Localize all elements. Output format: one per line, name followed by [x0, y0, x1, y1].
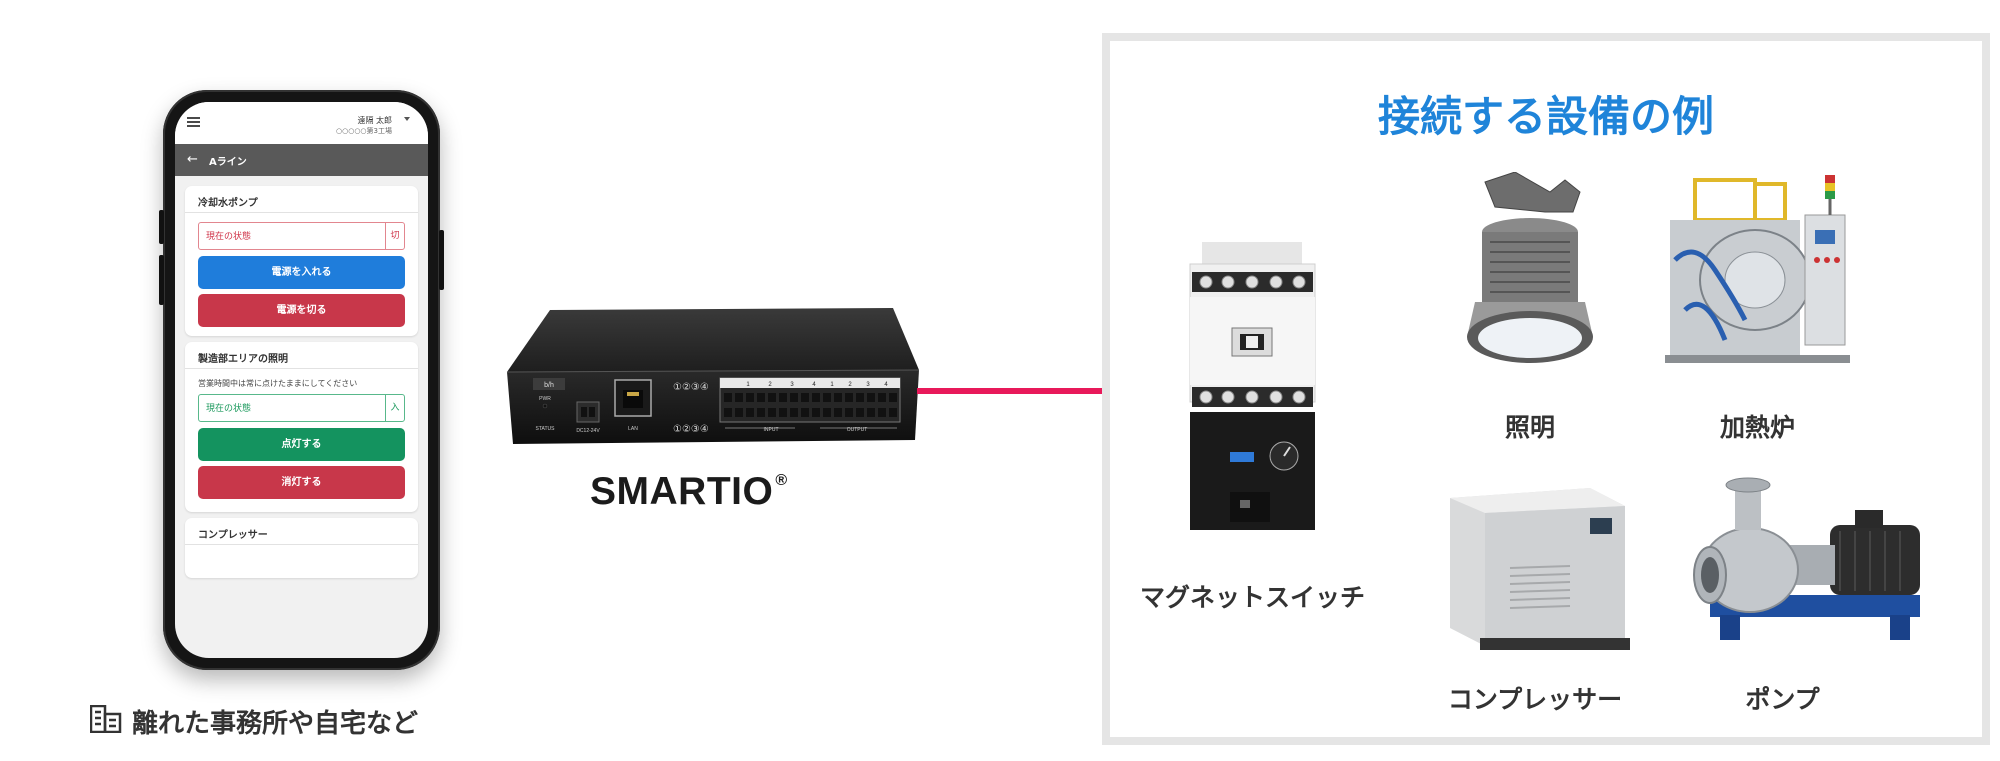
- phone-screen: 遠隔 太郎 ○○○○○第3工場 ← Aライン 冷却水ポンプ 現在の状態 切 電源…: [175, 102, 428, 658]
- terminal-number: 1: [830, 382, 834, 388]
- power-on-button[interactable]: 電源を入れる: [198, 256, 405, 289]
- magnetic-switch-image: [1189, 242, 1316, 530]
- smartio-device: b/h PWR STATUS DC12-24V LAN ①②③④ ①②③④ 1 …: [506, 308, 920, 444]
- device-logo: b/h: [544, 382, 554, 389]
- device-card-cooling-pump: 冷却水ポンプ 現在の状態 切 電源を入れる 電源を切る: [185, 186, 418, 336]
- smartphone: 遠隔 太郎 ○○○○○第3工場 ← Aライン 冷却水ポンプ 現在の状態 切 電源…: [159, 90, 444, 670]
- hamburger-menu-icon[interactable]: [187, 117, 200, 127]
- input-indicator-labels: ①②③④: [673, 382, 709, 393]
- input-label: INPUT: [764, 427, 779, 433]
- power-input-label: DC12-24V: [576, 428, 600, 434]
- card-note: 営業時間中は常に点けたままにしてください: [198, 379, 358, 388]
- state-label: 現在の状態: [206, 232, 252, 242]
- terminal-number: 2: [848, 382, 852, 388]
- divider: [185, 544, 418, 545]
- state-field: 現在の状態 切: [198, 222, 405, 250]
- registered-mark: ®: [775, 472, 788, 489]
- terminal-number: 3: [866, 382, 870, 388]
- magnetic-switch-label: マグネットスイッチ: [1139, 583, 1365, 612]
- card-title: 冷却水ポンプ: [198, 198, 258, 209]
- terminal-number: 4: [884, 382, 888, 388]
- building-icon: [90, 705, 122, 733]
- device-card-compressor: コンプレッサー: [185, 518, 418, 578]
- chevron-down-icon[interactable]: [404, 117, 410, 121]
- heating-furnace-label: 加熱炉: [1719, 413, 1795, 442]
- status-label: STATUS: [536, 426, 556, 432]
- lighting-image: [1467, 172, 1593, 363]
- compressor-label: コンプレッサー: [1447, 685, 1623, 714]
- state-field: 現在の状態 入: [198, 394, 405, 422]
- factory-name: ○○○○○第3工場: [336, 127, 392, 135]
- light-off-button[interactable]: 消灯する: [198, 466, 405, 499]
- terminal-number: 4: [812, 382, 816, 388]
- terminal-number: 2: [768, 382, 772, 388]
- pump-image: [1693, 477, 1920, 640]
- divider: [185, 368, 418, 369]
- app-header: 遠隔 太郎 ○○○○○第3工場: [175, 102, 428, 144]
- screen-title: Aライン: [209, 157, 247, 168]
- pump-label: ポンプ: [1745, 685, 1820, 714]
- state-label: 現在の状態: [206, 404, 252, 414]
- volume-button: [159, 210, 164, 244]
- panel-title: 接続する設備の例: [1377, 92, 1714, 141]
- smartio-logo: SMARTIO®: [590, 470, 788, 514]
- divider: [185, 212, 418, 213]
- lan-label: LAN: [628, 426, 638, 432]
- state-value: 切: [385, 223, 404, 249]
- back-arrow-icon[interactable]: ←: [187, 152, 198, 167]
- lighting-label: 照明: [1504, 413, 1555, 442]
- power-off-button[interactable]: 電源を切る: [198, 294, 405, 327]
- brand-name: SMARTIO: [590, 470, 774, 513]
- volume-button: [159, 255, 164, 305]
- card-title: コンプレッサー: [198, 530, 268, 541]
- output-label: OUTPUT: [847, 427, 868, 433]
- device-card-factory-lighting: 製造部エリアの照明 営業時間中は常に点けたままにしてください 現在の状態 入 点…: [185, 342, 418, 512]
- light-on-button[interactable]: 点灯する: [198, 428, 405, 461]
- heating-furnace-image: [1665, 175, 1850, 363]
- state-value: 入: [385, 395, 404, 421]
- app-bar: ← Aライン: [175, 144, 428, 176]
- terminal-number: 1: [746, 382, 750, 388]
- user-name: 遠隔 太郎: [357, 116, 392, 125]
- output-indicator-labels: ①②③④: [673, 424, 709, 435]
- remote-location-caption: 離れた事務所や自宅など: [132, 709, 419, 739]
- terminal-number: 3: [790, 382, 794, 388]
- power-button: [439, 230, 444, 290]
- pwr-label: PWR: [539, 396, 551, 402]
- compressor-image: [1450, 488, 1630, 650]
- card-title: 製造部エリアの照明: [198, 354, 288, 365]
